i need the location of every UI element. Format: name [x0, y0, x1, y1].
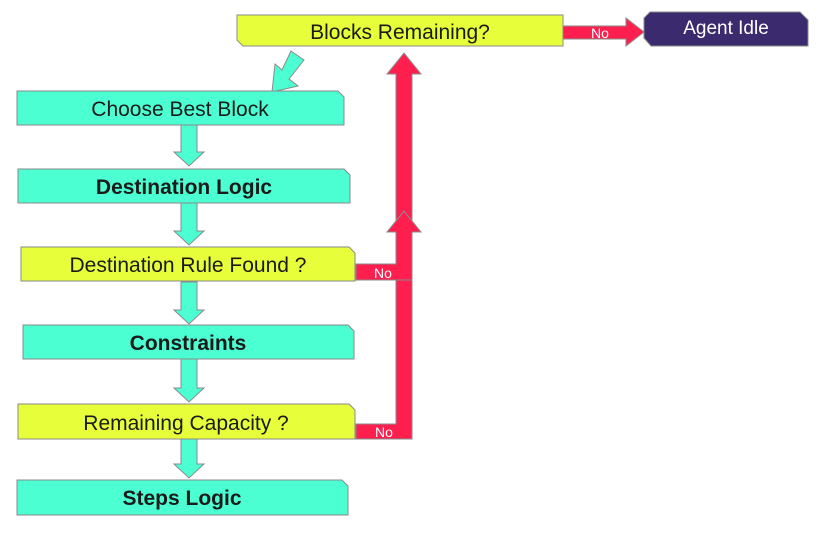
node-agent-idle: Agent Idle — [643, 11, 809, 47]
flow-arrow-rule-to-constraints — [172, 281, 206, 325]
no-label-remaining-capacity: No — [375, 424, 393, 440]
no-label-destination-rule: No — [374, 265, 392, 281]
no-label-top: No — [591, 25, 609, 41]
node-choose-best-block: Choose Best Block — [16, 90, 345, 126]
node-remaining-capacity-label: Remaining Capacity ? — [83, 412, 288, 435]
flow-arrow-constraints-to-capacity — [172, 358, 206, 403]
node-destination-rule-found-label: Destination Rule Found ? — [70, 254, 307, 277]
flow-arrow-capacity-to-steps — [172, 438, 206, 479]
node-steps-logic: Steps Logic — [16, 479, 349, 516]
flow-arrow-choose-to-destination — [172, 124, 206, 167]
node-constraints: Constraints — [22, 324, 355, 360]
no-arrow-destination-rule — [355, 210, 423, 281]
node-constraints-label: Constraints — [130, 332, 247, 355]
flow-arrow-blocks-to-choose — [271, 50, 305, 93]
node-destination-logic: Destination Logic — [17, 168, 351, 204]
flow-arrow-destination-to-rule — [172, 202, 206, 246]
node-remaining-capacity: Remaining Capacity ? — [17, 403, 356, 440]
node-steps-logic-label: Steps Logic — [122, 487, 241, 510]
node-choose-best-block-label: Choose Best Block — [91, 98, 269, 121]
node-destination-logic-label: Destination Logic — [96, 176, 272, 199]
no-arrow-to-agent-idle — [562, 16, 645, 48]
node-agent-idle-label: Agent Idle — [683, 18, 769, 39]
node-destination-rule-found: Destination Rule Found ? — [20, 246, 356, 282]
node-blocks-remaining-label: Blocks Remaining? — [310, 21, 490, 44]
node-blocks-remaining: Blocks Remaining? — [236, 14, 564, 47]
